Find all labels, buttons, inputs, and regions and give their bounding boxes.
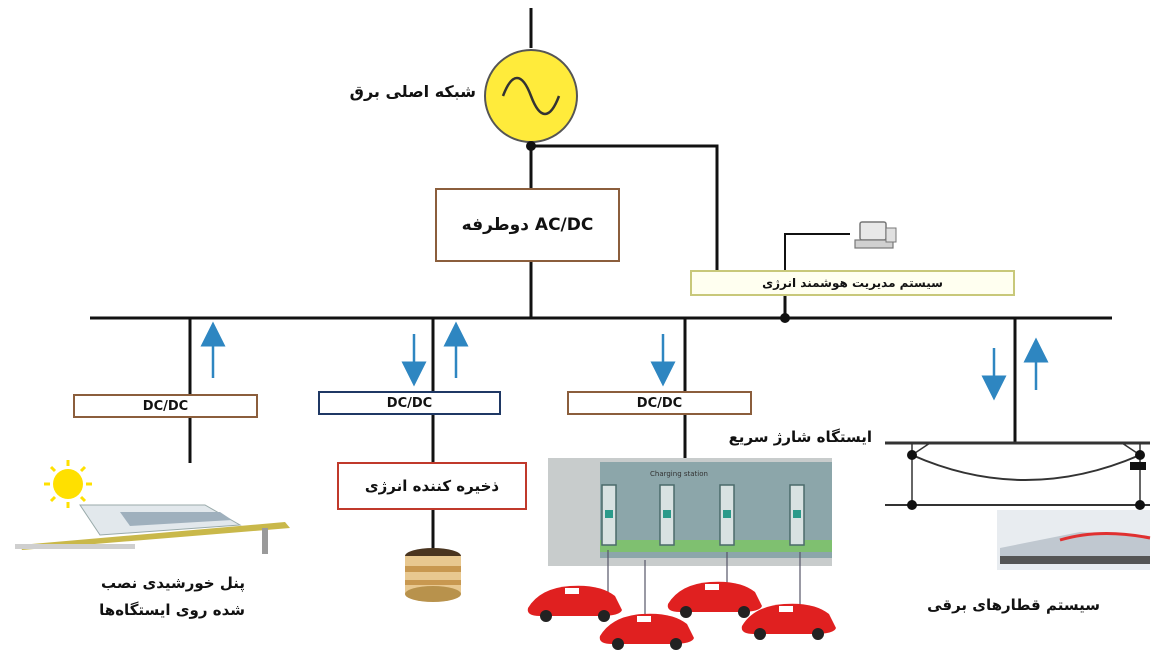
sun-icon (44, 460, 92, 508)
ac-source-icon (484, 49, 578, 143)
dc-dc-label: DC/DC (636, 395, 683, 411)
charging-sign: Charging station (650, 470, 708, 478)
energy-management-system-box: سیستم مدیریت هوشمند انرژی (690, 270, 1015, 296)
solar-label-line2: شده روی ایستگاه‌ها (99, 601, 245, 619)
grid-to-ems-line (531, 144, 719, 270)
ac-dc-converter-label: AC/DC دوطرفه (461, 215, 594, 235)
energy-management-label: سیستم مدیریت هوشمند انرژی (762, 276, 943, 290)
fast-charging-label: ایستگاه شارژ سریع (728, 428, 872, 446)
solar-label-line1: پنل خورشیدی نصب (100, 574, 245, 592)
energy-storage-label: ذخیره کننده انرژی (364, 477, 500, 495)
electric-vehicle-icon (599, 613, 694, 650)
electric-vehicle-icon (667, 581, 762, 618)
electric-train-label: سیستم قطارهای برقی (927, 596, 1100, 614)
dc-dc-label: DC/DC (142, 398, 189, 414)
solar-panel-station-icon (15, 460, 290, 554)
ems-to-workstation-line (784, 233, 850, 270)
dc-dc-converter-storage: DC/DC (318, 391, 501, 415)
ac-dc-converter-box: AC/DC دوطرفه (435, 188, 620, 262)
computer-workstation-icon (854, 221, 897, 249)
dc-dc-converter-charging: DC/DC (567, 391, 752, 415)
dc-dc-label: DC/DC (386, 395, 433, 411)
dc-dc-converter-solar: DC/DC (73, 394, 258, 418)
battery-storage-icon (405, 548, 461, 602)
electric-train-icon (885, 441, 1151, 570)
grid-label: شبکه اصلی برق (349, 82, 476, 101)
energy-storage-box: ذخیره کننده انرژی (337, 462, 527, 510)
electric-vehicle-icon (527, 585, 622, 622)
electric-vehicle-icon (741, 603, 836, 640)
charging-station-icon (548, 458, 832, 620)
